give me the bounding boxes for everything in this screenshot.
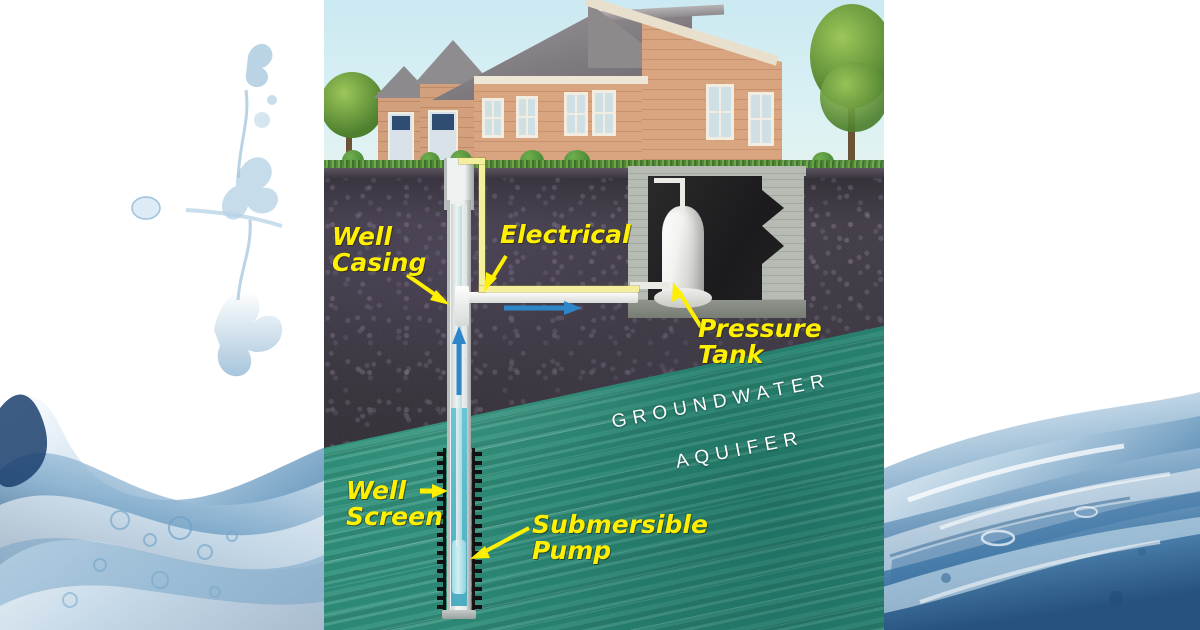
electrical-conduit-vertical xyxy=(479,158,485,292)
basement-top-band xyxy=(628,166,806,176)
house-window-front-3 xyxy=(564,92,588,136)
house-window-right-2 xyxy=(748,92,774,146)
label-pressure-tank: Pressure Tank xyxy=(698,314,822,369)
left-water-splash-svg xyxy=(0,0,330,630)
electrical-conduit-horizontal xyxy=(479,286,639,292)
well-screen-right-rail xyxy=(472,448,475,614)
well-drop-pipe xyxy=(456,206,462,546)
pressure-tank-inlet-pipe xyxy=(630,282,670,289)
house-window-front-2 xyxy=(516,96,538,138)
pressure-tank-top-elbow xyxy=(654,178,685,183)
right-water-surface-svg xyxy=(880,0,1200,630)
right-water-surface-image xyxy=(880,0,1200,630)
basement-left-wall xyxy=(628,172,648,318)
well-screen-right-perforations xyxy=(474,452,482,612)
label-submersible-pump: Submersible Pump xyxy=(532,510,708,565)
tree-canopy-right-lower xyxy=(820,62,884,132)
well-bottom-cap xyxy=(442,610,476,619)
water-supply-pipe-elbow xyxy=(455,286,469,326)
pressure-tank-base xyxy=(654,288,712,308)
submersible-pump xyxy=(452,540,466,594)
house-roof-trim xyxy=(474,76,648,84)
label-electrical: Electrical xyxy=(500,220,631,249)
left-water-splash-image xyxy=(0,0,330,630)
label-well-casing: Well Casing xyxy=(332,222,427,277)
house-left-door-window xyxy=(392,116,410,130)
label-well-screen-line2: Screen xyxy=(346,502,443,531)
tree-trunk-left xyxy=(346,122,352,174)
well-diagram-panel: Well Casing Electrical Pressure Tank Wel… xyxy=(324,0,884,630)
well-screen-left-perforations xyxy=(437,452,445,612)
house-middle-door-window xyxy=(432,114,454,130)
house-window-front-4 xyxy=(592,90,616,136)
label-well-screen-line1: Well xyxy=(346,476,407,505)
electrical-conduit-top-cap xyxy=(459,158,485,164)
topsoil-line xyxy=(324,168,884,178)
house-window-right-1 xyxy=(706,84,734,140)
house-window-front-1 xyxy=(482,98,504,138)
pressure-tank-riser-pipe xyxy=(680,178,685,210)
water-supply-pipe xyxy=(462,292,638,303)
